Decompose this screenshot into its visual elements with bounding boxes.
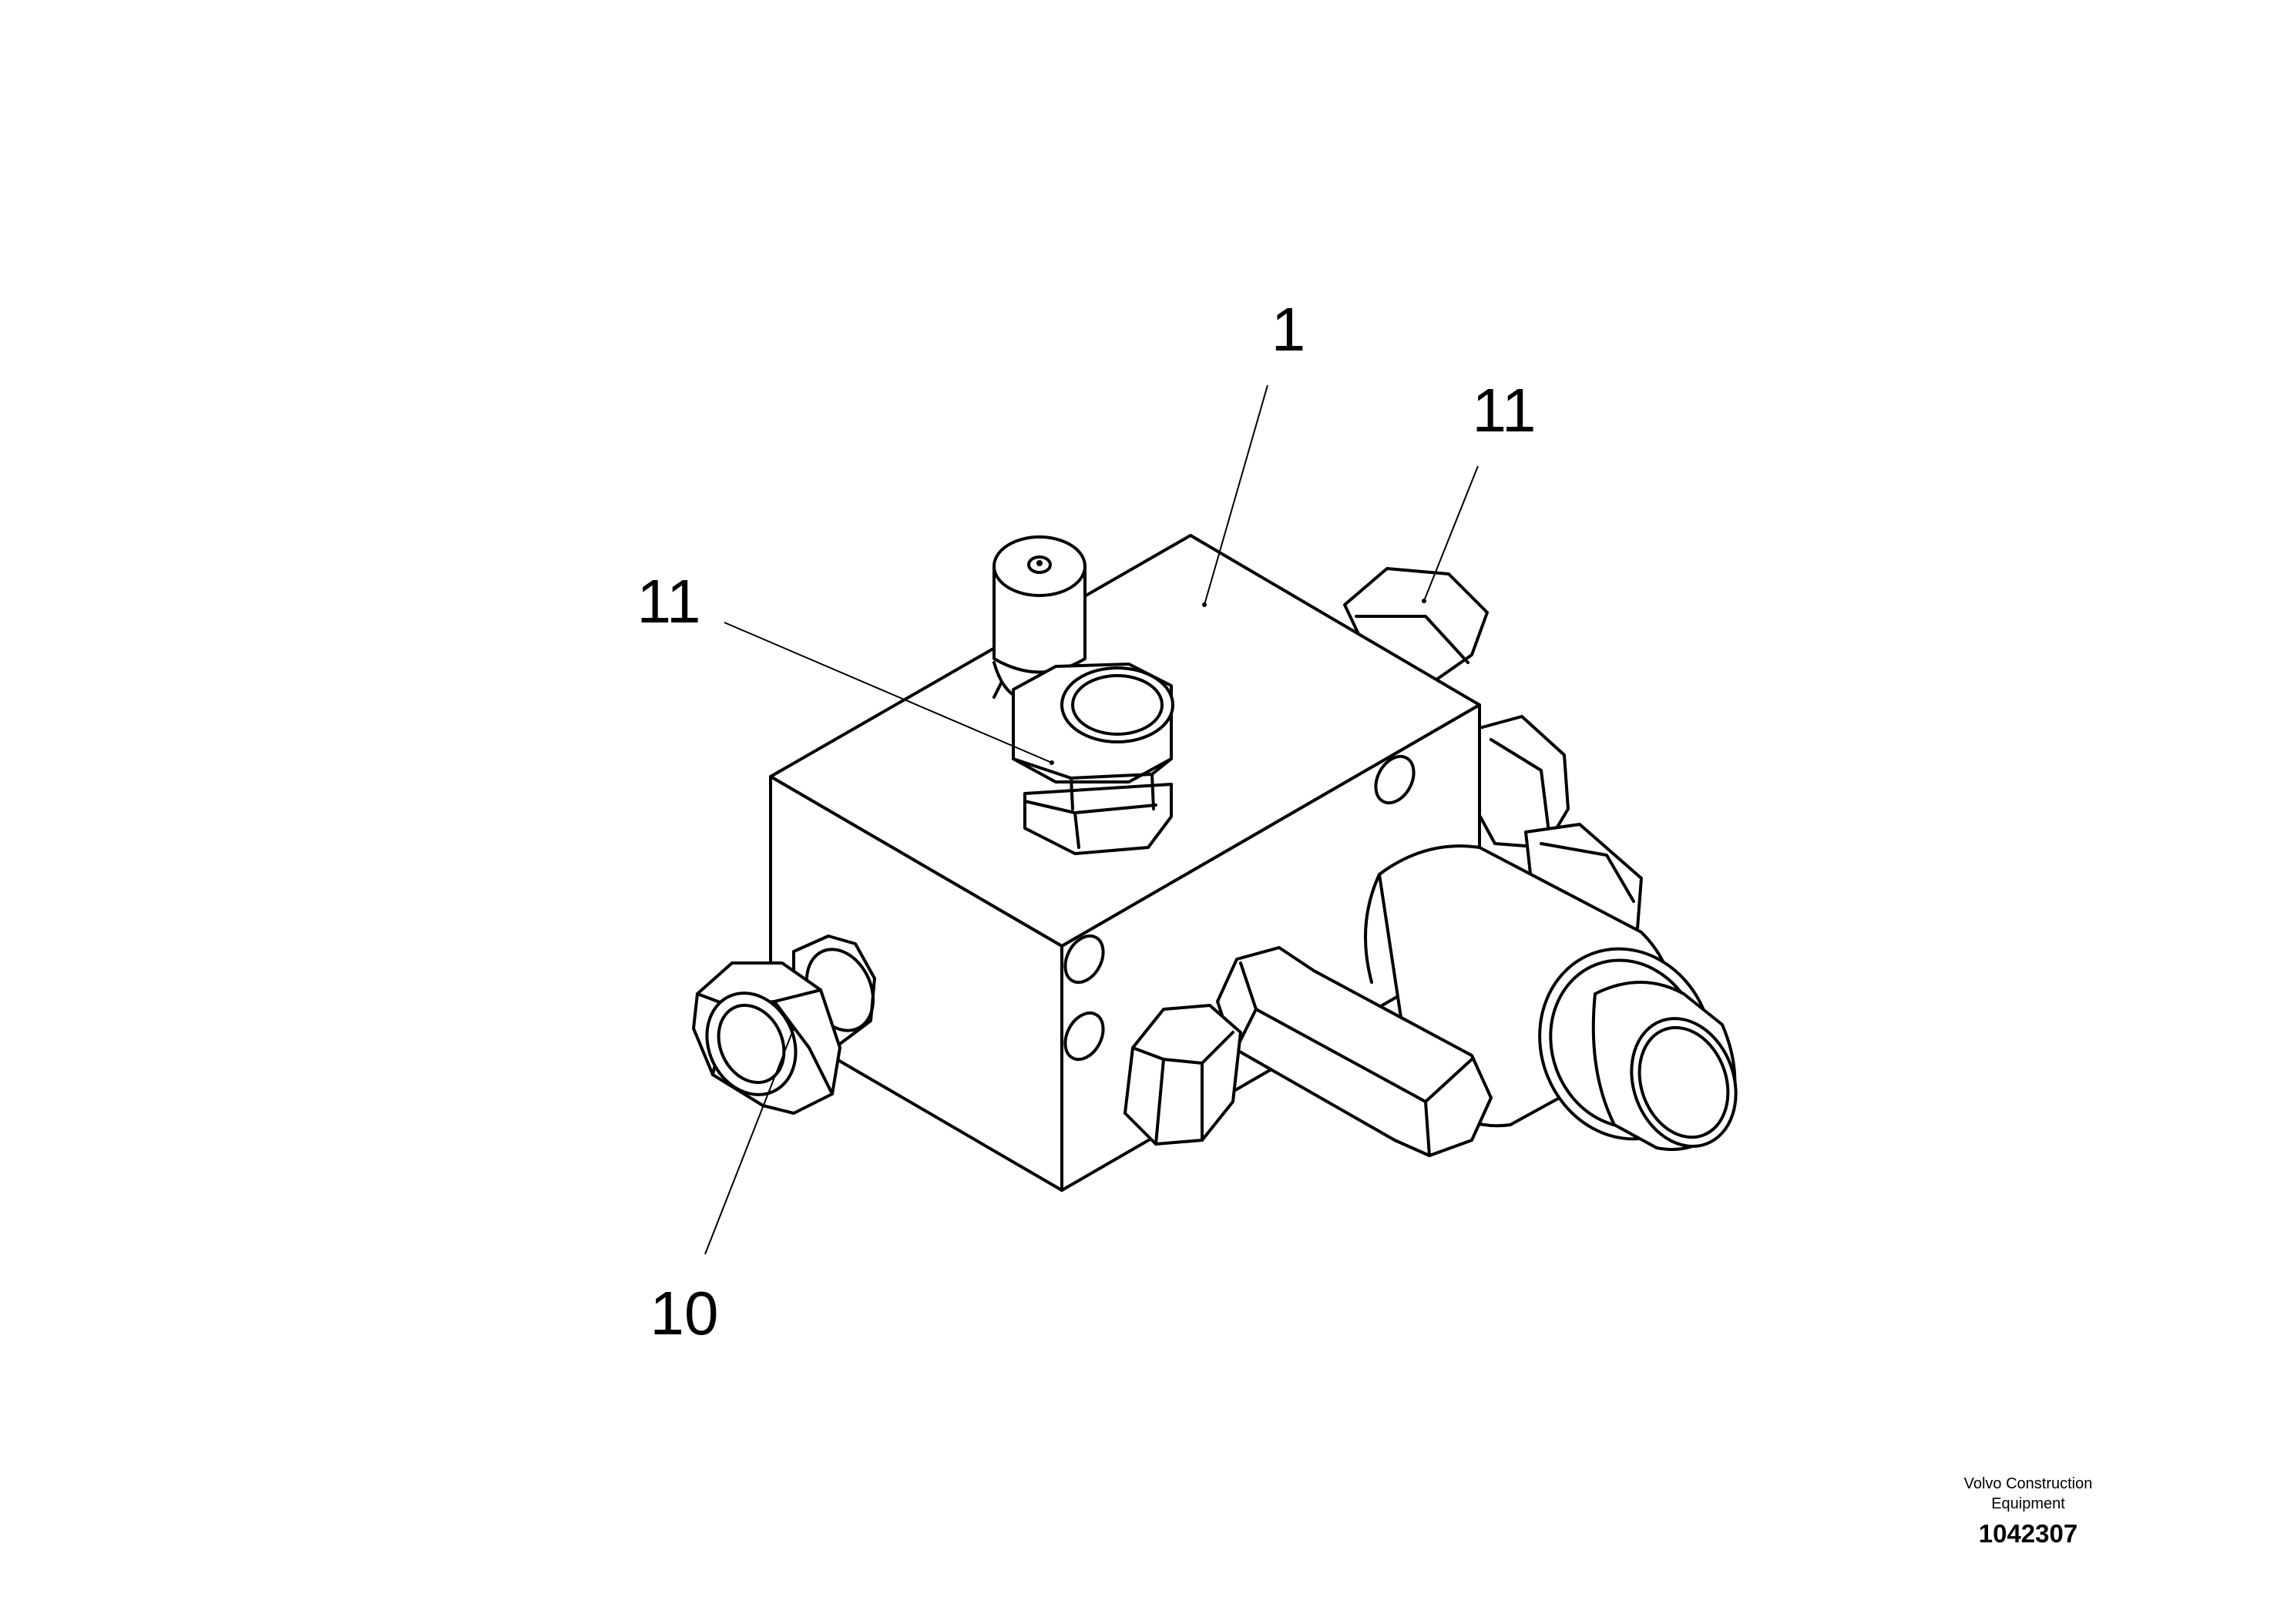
fitting-top-hex [1012, 663, 1174, 855]
leader-part-1 [1204, 384, 1268, 606]
leader-part-10 [704, 1028, 794, 1255]
callout-part-10: 10 [650, 1279, 719, 1347]
callout-part-1: 1 [1271, 295, 1306, 364]
leader-part-11-top-right [1423, 465, 1479, 602]
hex-plug-lower [1123, 1004, 1242, 1146]
stamp-drawing-number: 1042307 [1979, 1519, 2077, 1548]
leader-part-11-left [724, 622, 1053, 763]
callout-part-11-top-right: 11 [1472, 376, 1536, 445]
drawing-stamp: Volvo Construction Equipment 1042307 [1964, 1475, 2093, 1548]
stamp-company-line1: Volvo Construction [1964, 1475, 2093, 1492]
cartridge-right [1364, 844, 1738, 1151]
stamp-company-line2: Equipment [1991, 1495, 2065, 1512]
callout-part-11-left: 11 [636, 567, 700, 636]
fitting-left-hex [692, 934, 876, 1115]
leader-lines [704, 384, 1479, 1255]
